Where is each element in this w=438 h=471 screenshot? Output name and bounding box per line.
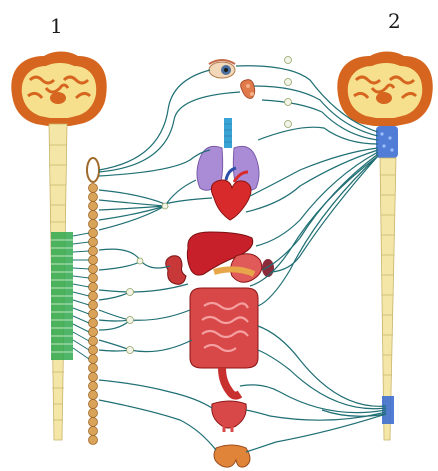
genitals-icon [214, 445, 250, 467]
intestine-icon [190, 288, 258, 396]
rami-communicantes [73, 233, 89, 359]
sympathetic-segment [51, 232, 73, 360]
liver-stomach-icon [187, 232, 274, 282]
parasympathetic-ganglia [285, 57, 292, 128]
lungs-icon [197, 118, 259, 190]
kidney-icon [166, 256, 186, 285]
ganglion-chain [87, 158, 99, 445]
brain-right-icon [337, 52, 432, 127]
sympathetic-ganglia [127, 203, 169, 354]
brainstem-nuclei [376, 126, 398, 158]
brain-left-icon [11, 52, 106, 127]
salivary-gland-icon [241, 80, 255, 99]
eye-icon [209, 60, 235, 78]
bladder-icon [212, 401, 247, 432]
